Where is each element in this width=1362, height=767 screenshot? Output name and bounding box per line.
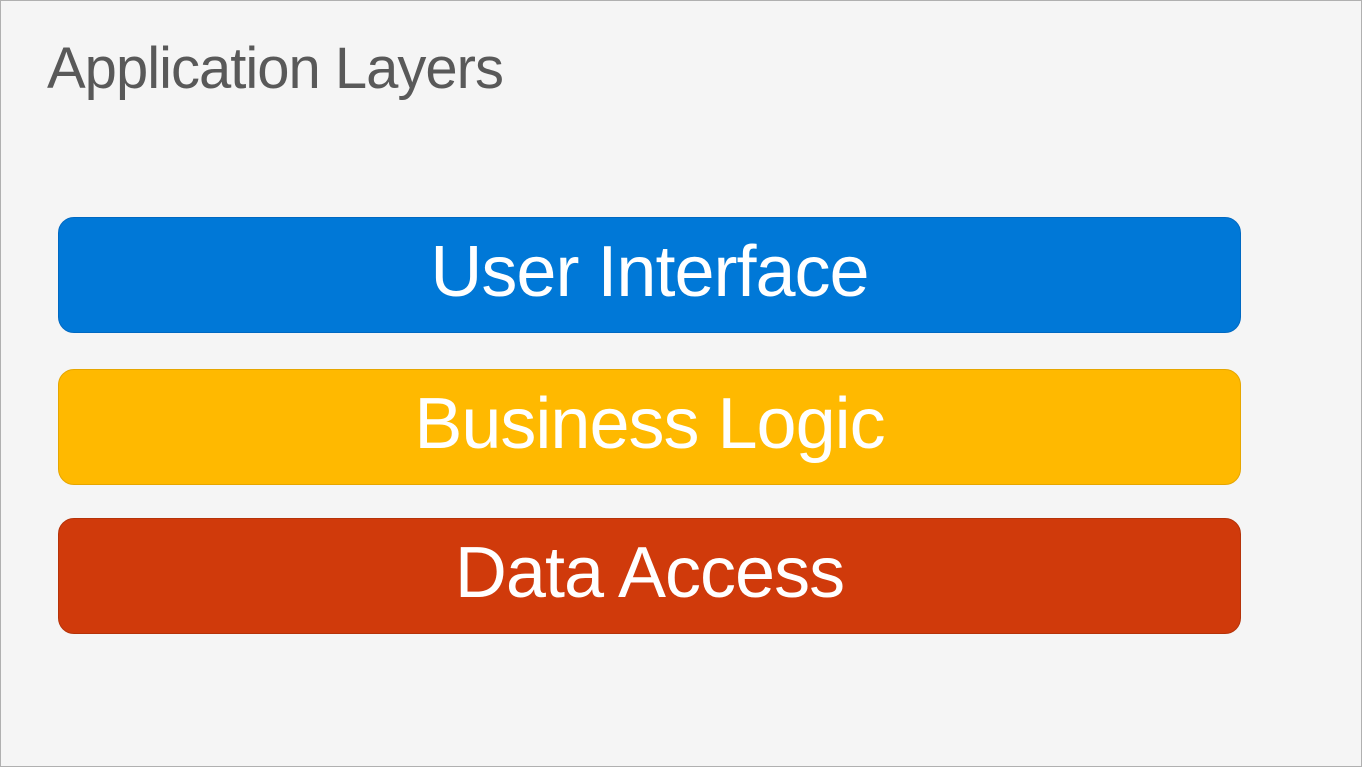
slide-title: Application Layers [47,36,504,101]
layer-label-data-access: Data Access [454,533,845,613]
layer-box-business-logic: Business Logic [58,369,1241,485]
layer-label-user-interface: User Interface [430,232,869,312]
layer-box-data-access: Data Access [58,518,1241,634]
layer-box-user-interface: User Interface [58,217,1241,333]
layer-label-business-logic: Business Logic [414,384,885,464]
